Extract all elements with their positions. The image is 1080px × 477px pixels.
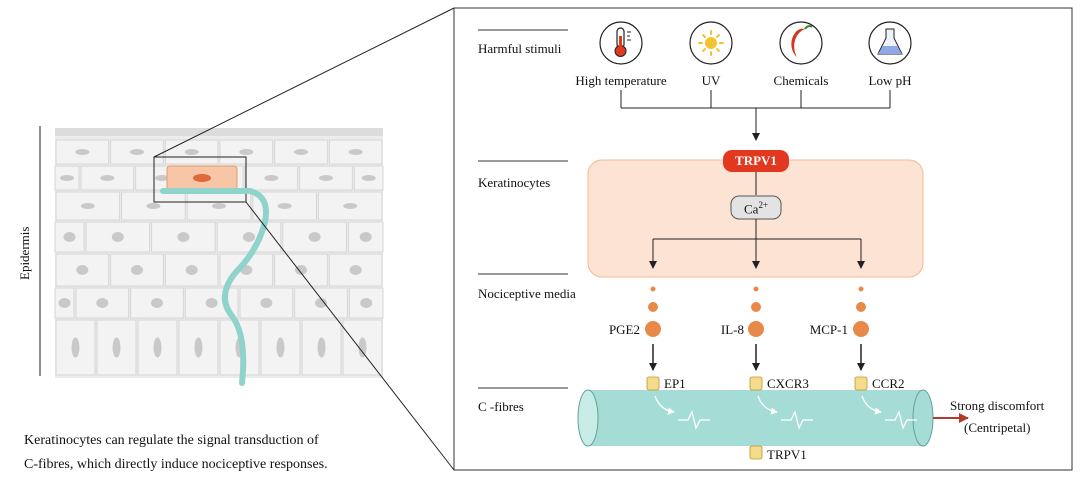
c-fibre (577, 389, 934, 447)
tissue-nucleus (360, 298, 373, 308)
stimulus-label-chemicals: Chemicals (773, 73, 829, 88)
tissue-cell (317, 191, 383, 221)
sun-icon (689, 21, 733, 65)
mediator-label-pge2: PGE2 (608, 322, 640, 337)
tissue-nucleus (185, 265, 198, 275)
tissue-nucleus (295, 265, 307, 275)
row-dividers (478, 29, 568, 389)
mediator-label-il8: IL-8 (720, 322, 744, 337)
receptor-label-trpv1-fibre: TRPV1 (767, 447, 807, 462)
trpv1-label: TRPV1 (735, 153, 777, 168)
thermometer-icon (599, 21, 643, 65)
tissue-nucleus (151, 298, 163, 308)
tissue-nucleus (315, 298, 327, 308)
tissue-nucleus (343, 203, 358, 209)
stimuli-connectors (620, 90, 891, 141)
signal-waves (654, 395, 917, 430)
epidermis-label: Epidermis (17, 226, 32, 280)
zoom-line-top (153, 7, 455, 158)
tissue-nucleus (60, 175, 74, 181)
zoomed-keratinocyte (153, 156, 247, 203)
tissue-nucleus (80, 203, 95, 209)
tissue-nucleus (76, 265, 89, 275)
chili-pepper-icon (779, 21, 823, 65)
tissue-nucleus (184, 149, 199, 155)
tissue-nucleus (276, 337, 285, 358)
tissue-nucleus (130, 149, 144, 155)
tissue-nucleus (294, 149, 308, 155)
outcome-sublabel: (Centripetal) (964, 420, 1031, 435)
tissue-nucleus (277, 203, 292, 209)
tissue-nucleus (155, 175, 169, 181)
outcome-label: Strong discomfort (950, 398, 1045, 413)
tissue-nucleus (194, 337, 203, 358)
tissue-nucleus (96, 298, 109, 308)
trpv1-channel (723, 150, 789, 172)
calcium-charge: 2+ (758, 200, 769, 210)
row-label-media: Nociceptive media (478, 286, 576, 301)
stimulus-label-ph: Low pH (868, 73, 912, 88)
receptor-label-ep1: EP1 (664, 376, 686, 391)
caption-line-1: Keratinocytes can regulate the signal tr… (24, 433, 319, 448)
calcium-symbol: Ca (743, 201, 759, 217)
tissue-nucleus (112, 337, 121, 358)
stimulus-label-uv: UV (701, 73, 721, 88)
tissue-nucleus (349, 265, 362, 275)
tissue-nucleus (308, 232, 321, 242)
tissue-nucleus (146, 203, 161, 209)
tissue-nucleus (264, 175, 279, 181)
row-label-stimuli: Harmful stimuli (478, 41, 562, 56)
tissue-cells (54, 139, 384, 376)
tissue-nucleus (260, 298, 273, 308)
tissue-nucleus (71, 337, 80, 358)
zoom-line-bottom (245, 201, 455, 471)
tissue-nucleus (58, 298, 71, 308)
mediator-label-mcp1: MCP-1 (809, 322, 848, 337)
tissue-cell (244, 165, 299, 191)
tissue-nucleus (358, 337, 367, 358)
tissue-nucleus (153, 337, 162, 358)
flask-icon (868, 21, 912, 65)
receptor-label-ccr2: CCR2 (872, 376, 905, 391)
tissue-nucleus (205, 298, 218, 308)
stimulus-label-temperature: High temperature (575, 73, 667, 88)
tissue-nucleus (63, 232, 76, 242)
tissue-nucleus (131, 265, 143, 275)
tissue-nucleus (243, 232, 255, 242)
c-fibre-ending (160, 188, 269, 386)
calcium-label: Ca2+ (731, 200, 781, 217)
row-label-fibres: C -fibres (478, 399, 524, 414)
mediator-arrows (649, 344, 865, 371)
caption-line-2: C-fibres, which directly induce nocicept… (24, 457, 328, 472)
receptor-label-cxcr3: CXCR3 (767, 376, 809, 391)
tissue-nucleus (75, 149, 90, 155)
tissue-nucleus (359, 232, 372, 242)
row-label-keratinocytes: Keratinocytes (478, 175, 551, 190)
tissue-nucleus (239, 149, 254, 155)
fibre-receptors (646, 376, 868, 460)
tissue-nucleus (361, 175, 376, 181)
tissue-nucleus (177, 232, 190, 242)
tissue-nucleus (348, 149, 363, 155)
mediator-dots (645, 286, 869, 337)
tissue-nucleus (100, 175, 115, 181)
tissue-nucleus (111, 232, 124, 242)
tissue-nucleus (317, 337, 326, 358)
tissue-nucleus (212, 203, 226, 209)
calcium-branch (649, 219, 865, 269)
tissue-nucleus (319, 175, 333, 181)
